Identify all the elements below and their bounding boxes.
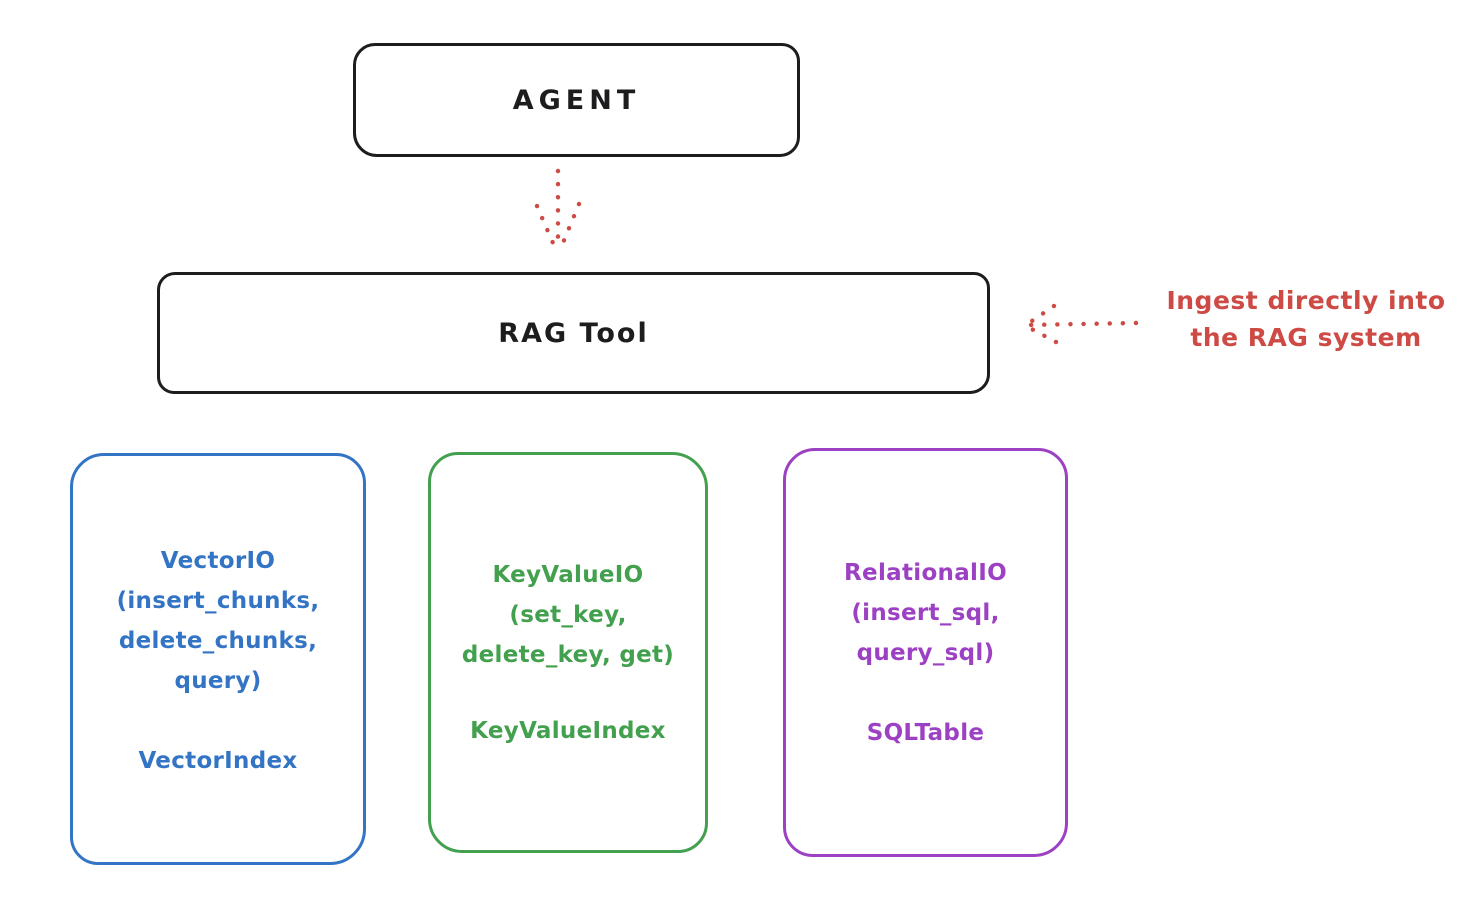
- key-value-io-methods-line-2: delete_key, get): [461, 642, 675, 668]
- rag-tool-box-label: RAG Tool: [498, 317, 649, 349]
- agent-box-label: AGENT: [512, 84, 641, 116]
- relational-io-title: RelationalIO: [844, 560, 1007, 586]
- agent-to-ragtool-arrow: [534, 168, 582, 253]
- ingest-annotation-arrow: [1023, 303, 1139, 345]
- key-value-io-card: KeyValueIO (set_key, delete_key, get) Ke…: [428, 452, 708, 853]
- vector-index-label: VectorIndex: [138, 748, 298, 774]
- sql-table-label: SQLTable: [866, 720, 985, 746]
- vector-io-methods-line-2: delete_chunks,: [118, 628, 318, 654]
- ingest-annotation-line-1: Ingest directly into: [1166, 286, 1446, 315]
- rag-tool-box: RAG Tool: [157, 272, 990, 394]
- ingest-annotation-text: Ingest directly into the RAG system: [1140, 282, 1472, 356]
- relational-io-card: RelationalIO (insert_sql, query_sql) SQL…: [783, 448, 1068, 857]
- key-value-io-methods-line-1: (set_key,: [509, 602, 627, 628]
- key-value-index-label: KeyValueIndex: [470, 718, 666, 744]
- relational-io-methods-line-2: query_sql): [856, 640, 995, 666]
- relational-io-methods-line-1: (insert_sql,: [851, 600, 1000, 626]
- agent-box: AGENT: [353, 43, 800, 157]
- key-value-io-title: KeyValueIO: [492, 562, 644, 588]
- vector-io-methods-line-1: (insert_chunks,: [116, 588, 320, 614]
- vector-io-card: VectorIO (insert_chunks, delete_chunks, …: [70, 453, 366, 865]
- vector-io-methods-line-3: query): [174, 668, 262, 694]
- vector-io-title: VectorIO: [160, 548, 276, 574]
- ingest-annotation-line-2: the RAG system: [1190, 323, 1422, 352]
